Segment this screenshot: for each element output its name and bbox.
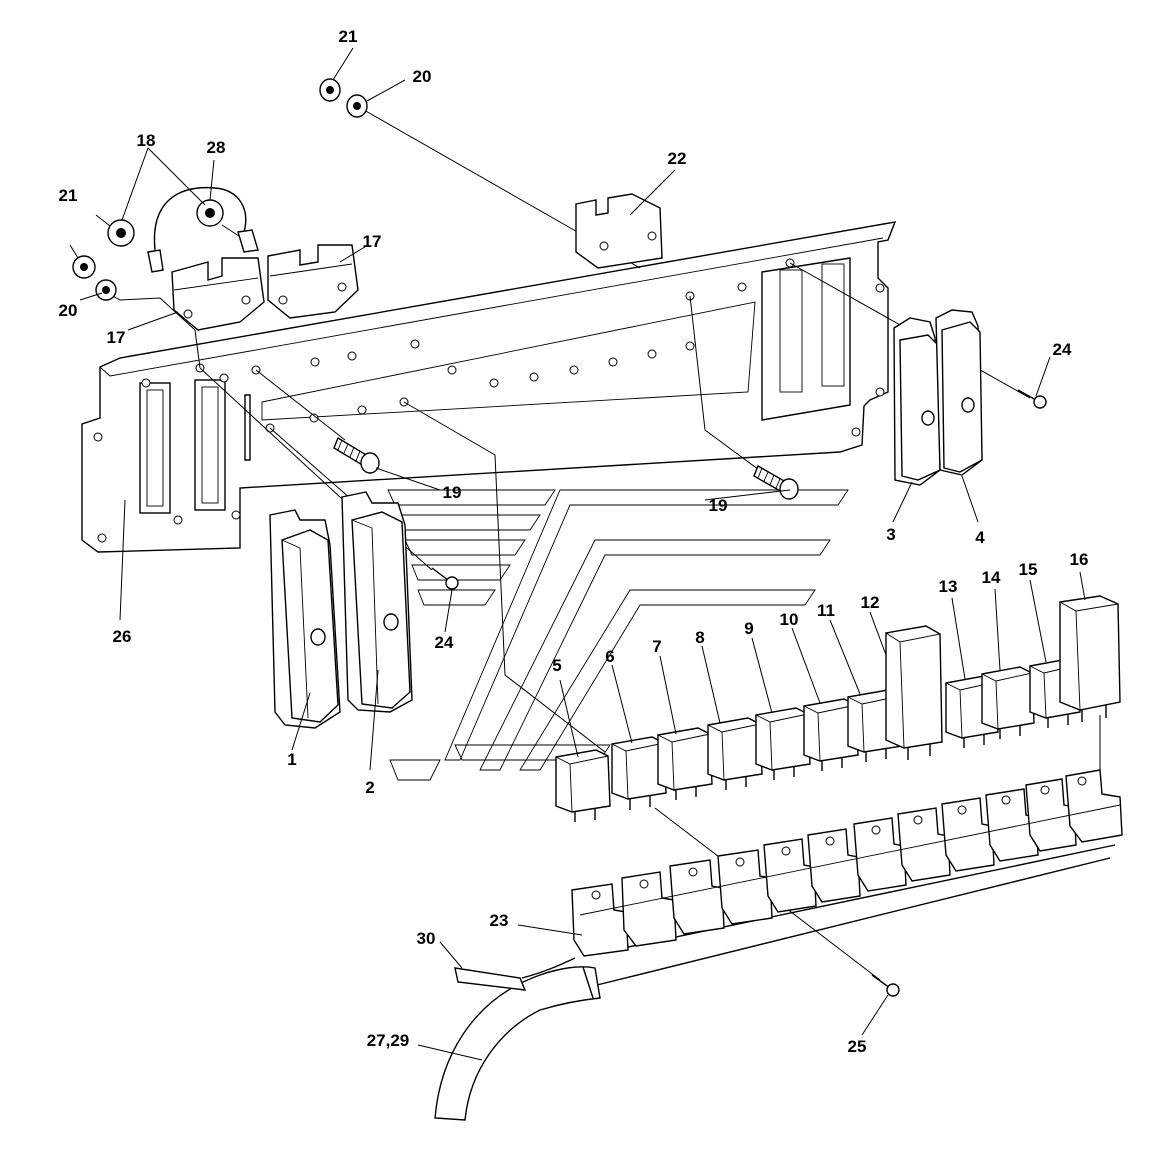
relay-module-4 [935,309,983,476]
callout-2: 2 [365,778,374,797]
callout-27-29: 27,29 [367,1031,410,1050]
watermark-outline [387,489,849,781]
bracket-22 [575,193,663,269]
relay-module-2 [341,491,413,713]
callout-3: 3 [886,525,895,544]
nut-18-b [196,199,243,239]
socket-2 [621,871,677,947]
callout-22: 22 [668,149,687,168]
socket-4 [717,849,773,925]
callout-12: 12 [861,593,880,612]
bolt-19-right [753,464,799,500]
wire-30 [454,957,576,991]
washer-20-left [95,279,117,301]
callout-14: 14 [982,568,1001,587]
callout-labels: 21 20 18 28 21 20 17 17 22 24 19 19 26 2… [59,27,1089,1056]
relay-module-3 [893,317,941,486]
callout-30: 30 [417,929,436,948]
callout-1: 1 [287,750,296,769]
callout-24-right: 24 [1053,340,1072,359]
callout-4: 4 [975,528,985,547]
nut-21-left [69,244,96,279]
bracket-17-right [267,244,359,319]
callout-6: 6 [605,647,614,666]
relay-14 [981,666,1035,739]
socket-5 [763,838,817,913]
callout-21-left: 21 [59,186,78,205]
callout-11: 11 [817,601,835,620]
callout-15: 15 [1019,560,1038,579]
callout-18: 18 [137,131,156,150]
relay-module-1 [269,509,341,729]
callout-17-left: 17 [107,328,126,347]
socket-1 [571,883,629,957]
callout-20-left: 20 [59,301,78,320]
socket-7 [853,817,907,892]
screw-24-right [1017,389,1047,409]
screw-25 [871,974,900,997]
callout-23: 23 [490,911,509,930]
socket-12 [1065,769,1123,843]
callout-19-left: 19 [443,483,462,502]
socket-3 [669,859,725,935]
callout-16: 16 [1070,550,1089,569]
bracket-17-left [171,257,265,331]
relay-row [555,595,1121,822]
callout-13: 13 [939,577,958,596]
callout-28: 28 [207,138,226,157]
callout-21-top: 21 [339,27,358,46]
callout-8: 8 [695,628,704,647]
washer-20-top [346,94,368,118]
relay-5 [555,749,611,822]
cable-27-29 [434,966,601,1121]
callout-10: 10 [780,610,799,629]
relay-6 [611,736,667,810]
mounting-plate-26 [81,221,897,553]
socket-9 [941,797,995,872]
callout-17-right: 17 [363,232,382,251]
relay-10 [803,698,859,771]
callout-7: 7 [652,637,661,656]
relay-8 [707,717,763,790]
callout-25: 25 [848,1037,867,1056]
callout-24-middle: 24 [435,633,454,652]
relay-12 [885,625,943,760]
nut-18 [95,214,135,247]
relay-16 [1059,595,1121,722]
socket-6 [807,828,861,903]
callout-20-top: 20 [413,67,432,86]
callout-9: 9 [744,619,753,638]
screw-24-middle [431,567,459,590]
relay-7 [657,727,713,800]
callout-5: 5 [552,656,561,675]
jumper-cable-28 [147,186,259,273]
bolt-19-left [333,436,380,474]
socket-strip-23 [571,769,1123,986]
callout-26: 26 [113,627,132,646]
callout-19-right: 19 [709,496,728,515]
label-leaders [79,47,1086,1061]
nut-21-top [319,78,341,102]
plate-holes [93,258,885,543]
relay-9 [755,707,811,780]
